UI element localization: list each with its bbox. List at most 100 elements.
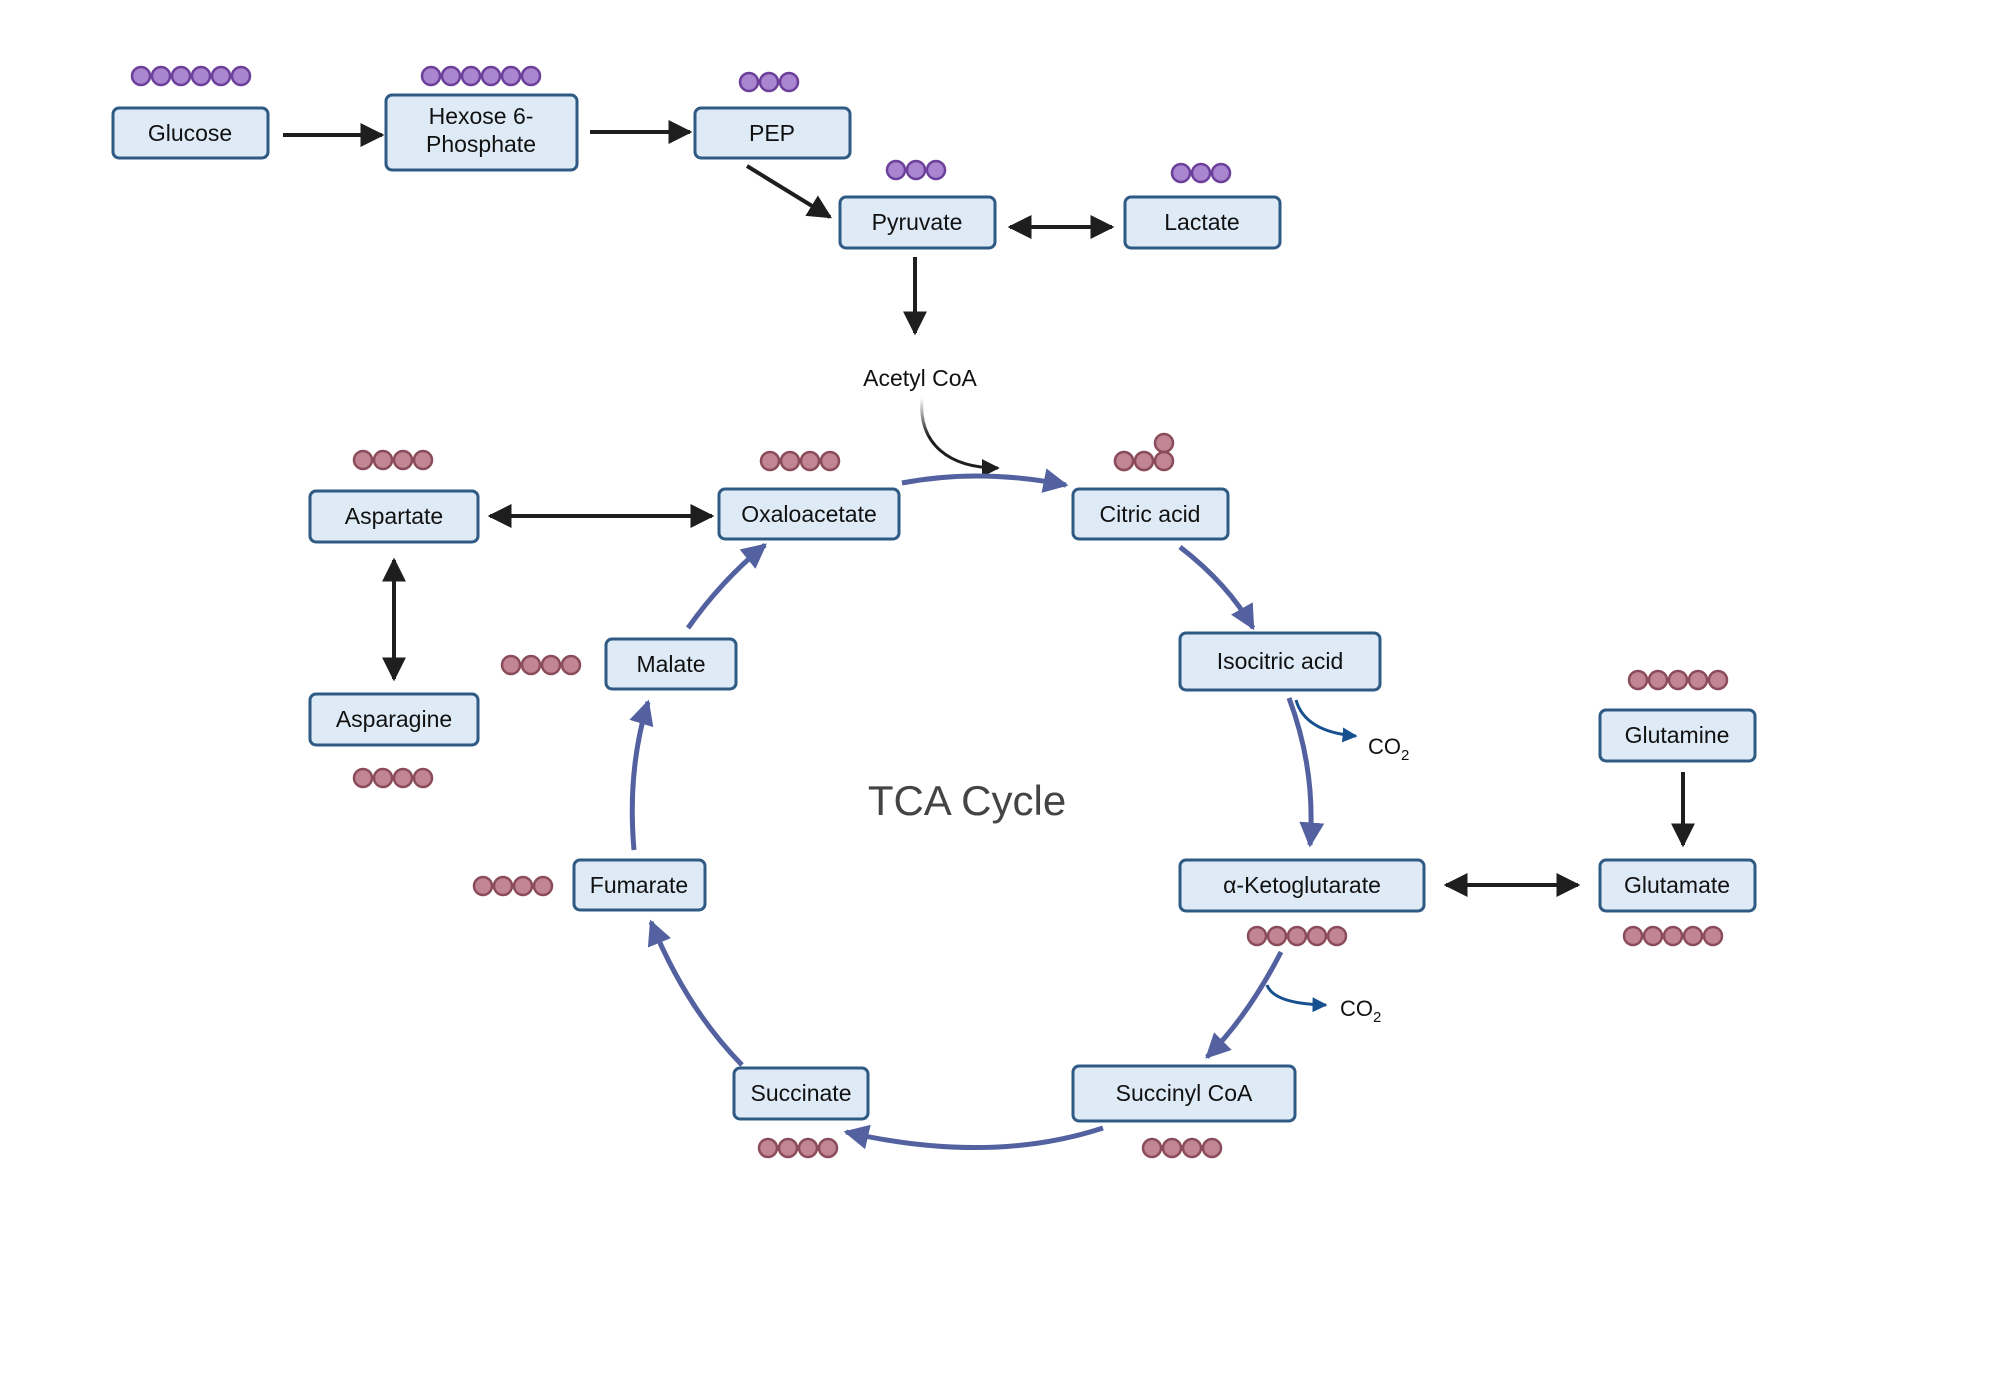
carbon-chain-malate [500,654,582,676]
carbon-atom [170,65,192,87]
arrow-pep-to-pyruvate [745,164,833,219]
carbon-atom [779,450,801,472]
carbon-atom [492,875,514,897]
carbon-atom [1210,162,1232,184]
carbon-atom [1153,432,1175,454]
carbon-atom [885,159,907,181]
co2-label-isocitric: CO2 [1368,734,1409,764]
co2-label-ketoglutarate: CO2 [1340,996,1381,1026]
carbon-atom [150,65,172,87]
cycle-arrow-citric-to-isocitric [1178,545,1256,631]
node-isocitric-acid: Isocitric acid [1178,631,1382,692]
carbon-chain-succinate [757,1137,839,1159]
carbon-chain-fumarate [472,875,554,897]
node-acetyl-coa-label: Acetyl CoA [863,365,977,391]
carbon-atom [412,767,434,789]
node-citric-acid-label: Citric acid [1100,501,1201,527]
carbon-chain-hexose [420,65,542,87]
carbon-chain-glutamine [1627,669,1729,691]
carbon-atom [230,65,252,87]
carbon-chain-asparagine [352,767,434,789]
carbon-atom [472,875,494,897]
carbon-atom [420,65,442,87]
co2-arrow-isocitric [1294,699,1358,743]
node-glucose-label: Glucose [148,120,232,146]
node-malate: Malate [604,637,738,691]
carbon-atom [1141,1137,1163,1159]
node-succinate-label: Succinate [750,1080,851,1106]
carbon-atom [799,450,821,472]
node-lactate-label: Lactate [1164,209,1239,235]
carbon-atom [1642,925,1664,947]
node-citric-acid: Citric acid [1071,487,1230,541]
node-glutamate: Glutamate [1598,858,1757,913]
carbon-atom [905,159,927,181]
carbon-atom [758,71,780,93]
node-fumarate: Fumarate [572,858,707,912]
node-aspartate-label: Aspartate [345,503,443,529]
node-alpha-ketoglutarate: α-Ketoglutarate [1178,858,1426,913]
carbon-atom [738,71,760,93]
carbon-atom [560,654,582,676]
carbon-atom [372,767,394,789]
carbon-atom [1627,669,1649,691]
carbon-atom [540,654,562,676]
carbon-chain-pyruvate [885,159,947,181]
node-malate-label: Malate [636,651,705,677]
carbon-atom [777,1137,799,1159]
carbon-atom [1702,925,1724,947]
carbon-atom [392,767,414,789]
node-fumarate-label: Fumarate [590,872,688,898]
carbon-chain-pep [738,71,800,93]
carbon-atom [778,71,800,93]
carbon-atom [819,450,841,472]
carbon-atom [190,65,212,87]
carbon-atom [460,65,482,87]
carbon-atom [1662,925,1684,947]
carbon-atom [757,1137,779,1159]
carbon-chain-aspartate [352,449,434,471]
carbon-atom [1647,669,1669,691]
node-oxaloacetate-label: Oxaloacetate [741,501,877,527]
cycle-arrow-succinate-to-fumarate [647,919,744,1067]
node-isocitric-acid-label: Isocitric acid [1217,648,1344,674]
carbon-chain-citric-acid [1113,432,1175,472]
carbon-atom [352,449,374,471]
cycle-arrow-isocitric-to-ketoglutarate [1286,697,1325,848]
carbon-atom [1687,669,1709,691]
carbon-atom [1682,925,1704,947]
carbon-atom [480,65,502,87]
cycle-arrow-fumarate-to-malate [629,699,654,851]
carbon-atom [1190,162,1212,184]
carbon-atom [440,65,462,87]
carbon-atom [1170,162,1192,184]
carbon-atom [817,1137,839,1159]
carbon-chain-alpha-ketoglutarate [1246,925,1348,947]
carbon-atom [797,1137,819,1159]
carbon-atom [520,654,542,676]
node-lactate: Lactate [1123,195,1282,250]
carbon-atom [1622,925,1644,947]
node-alpha-ketoglutarate-label: α-Ketoglutarate [1223,872,1381,898]
diagram-title: TCA Cycle [868,777,1066,824]
carbon-chain-succinyl-coa [1141,1137,1223,1159]
node-glutamine-label: Glutamine [1625,722,1730,748]
cycle-arrow-ketoglutarate-to-succinyl [1205,950,1284,1059]
node-pyruvate-label: Pyruvate [872,209,963,235]
carbon-atom [1181,1137,1203,1159]
cycle-arrow-succinyl-to-succinate [843,1124,1104,1151]
node-hexose-label-line1: Hexose 6- [429,103,534,129]
carbon-atom [1286,925,1308,947]
carbon-atom [532,875,554,897]
node-succinyl-coa: Succinyl CoA [1071,1064,1297,1123]
node-hexose-6-phosphate: Hexose 6- Phosphate [384,93,579,172]
carbon-atom [759,450,781,472]
carbon-atom [512,875,534,897]
carbon-chain-oxaloacetate [759,450,841,472]
carbon-atom [392,449,414,471]
node-pep-label: PEP [749,120,795,146]
carbon-atom [1153,450,1175,472]
node-glutamate-label: Glutamate [1624,872,1730,898]
node-glutamine: Glutamine [1598,708,1757,763]
